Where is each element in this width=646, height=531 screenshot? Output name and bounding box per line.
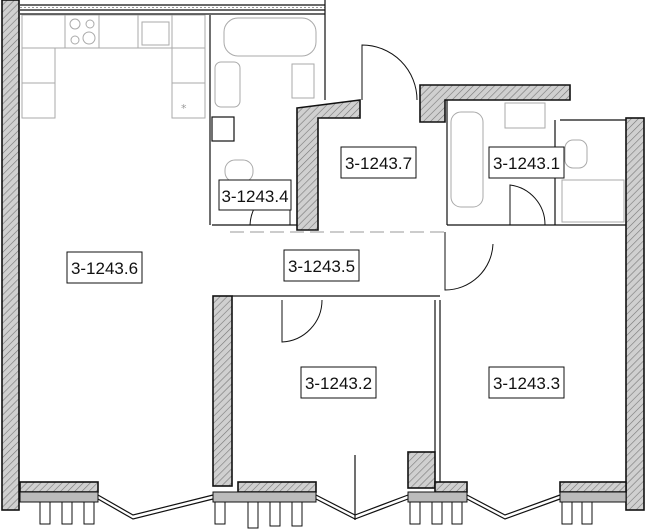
toilet-2-icon — [564, 139, 588, 169]
room-label-3-1243-5[interactable]: 3-1243.5 — [283, 249, 360, 282]
wall-left — [1, 0, 20, 511]
washbasin-icon — [214, 61, 241, 108]
svg-text:3-1243.7: 3-1243.7 — [345, 154, 412, 173]
room-label-3-1243-1[interactable]: 3-1243.1 — [488, 146, 565, 179]
windows — [19, 481, 627, 529]
washbasin-2-icon — [504, 102, 546, 129]
room-label-3-1243-7[interactable]: 3-1243.7 — [340, 146, 417, 179]
hood-icon: * — [181, 102, 187, 115]
svg-text:3-1243.3: 3-1243.3 — [493, 374, 560, 393]
partition-lines — [209, 0, 626, 520]
wall-bedroom-left — [212, 295, 233, 487]
svg-text:3-1243.4: 3-1243.4 — [221, 187, 288, 206]
room-label-3-1243-3[interactable]: 3-1243.3 — [488, 366, 565, 399]
wall-right — [625, 117, 645, 511]
kitchen-counter — [21, 14, 206, 119]
stove-icon — [69, 18, 96, 45]
kitchen-sink-icon — [141, 21, 170, 46]
wall-top — [20, 4, 325, 15]
bathtub-icon — [223, 17, 317, 57]
room-label-3-1243-4[interactable]: 3-1243.4 — [218, 179, 292, 211]
wall-closet — [296, 99, 361, 231]
svg-text:3-1243.2: 3-1243.2 — [305, 374, 372, 393]
svg-text:3-1243.1: 3-1243.1 — [493, 154, 560, 173]
svg-text:3-1243.6: 3-1243.6 — [71, 259, 138, 278]
room-label-3-1243-6[interactable]: 3-1243.6 — [66, 251, 143, 284]
wall-block-right — [419, 84, 571, 123]
toilet-icon — [224, 159, 254, 183]
room-label-3-1243-2[interactable]: 3-1243.2 — [300, 366, 377, 399]
shower-icon — [561, 179, 625, 223]
wall-column — [407, 451, 436, 489]
svg-text:3-1243.5: 3-1243.5 — [288, 257, 355, 276]
bathtub-2-icon — [450, 111, 484, 208]
washing-machine-icon — [291, 63, 315, 99]
